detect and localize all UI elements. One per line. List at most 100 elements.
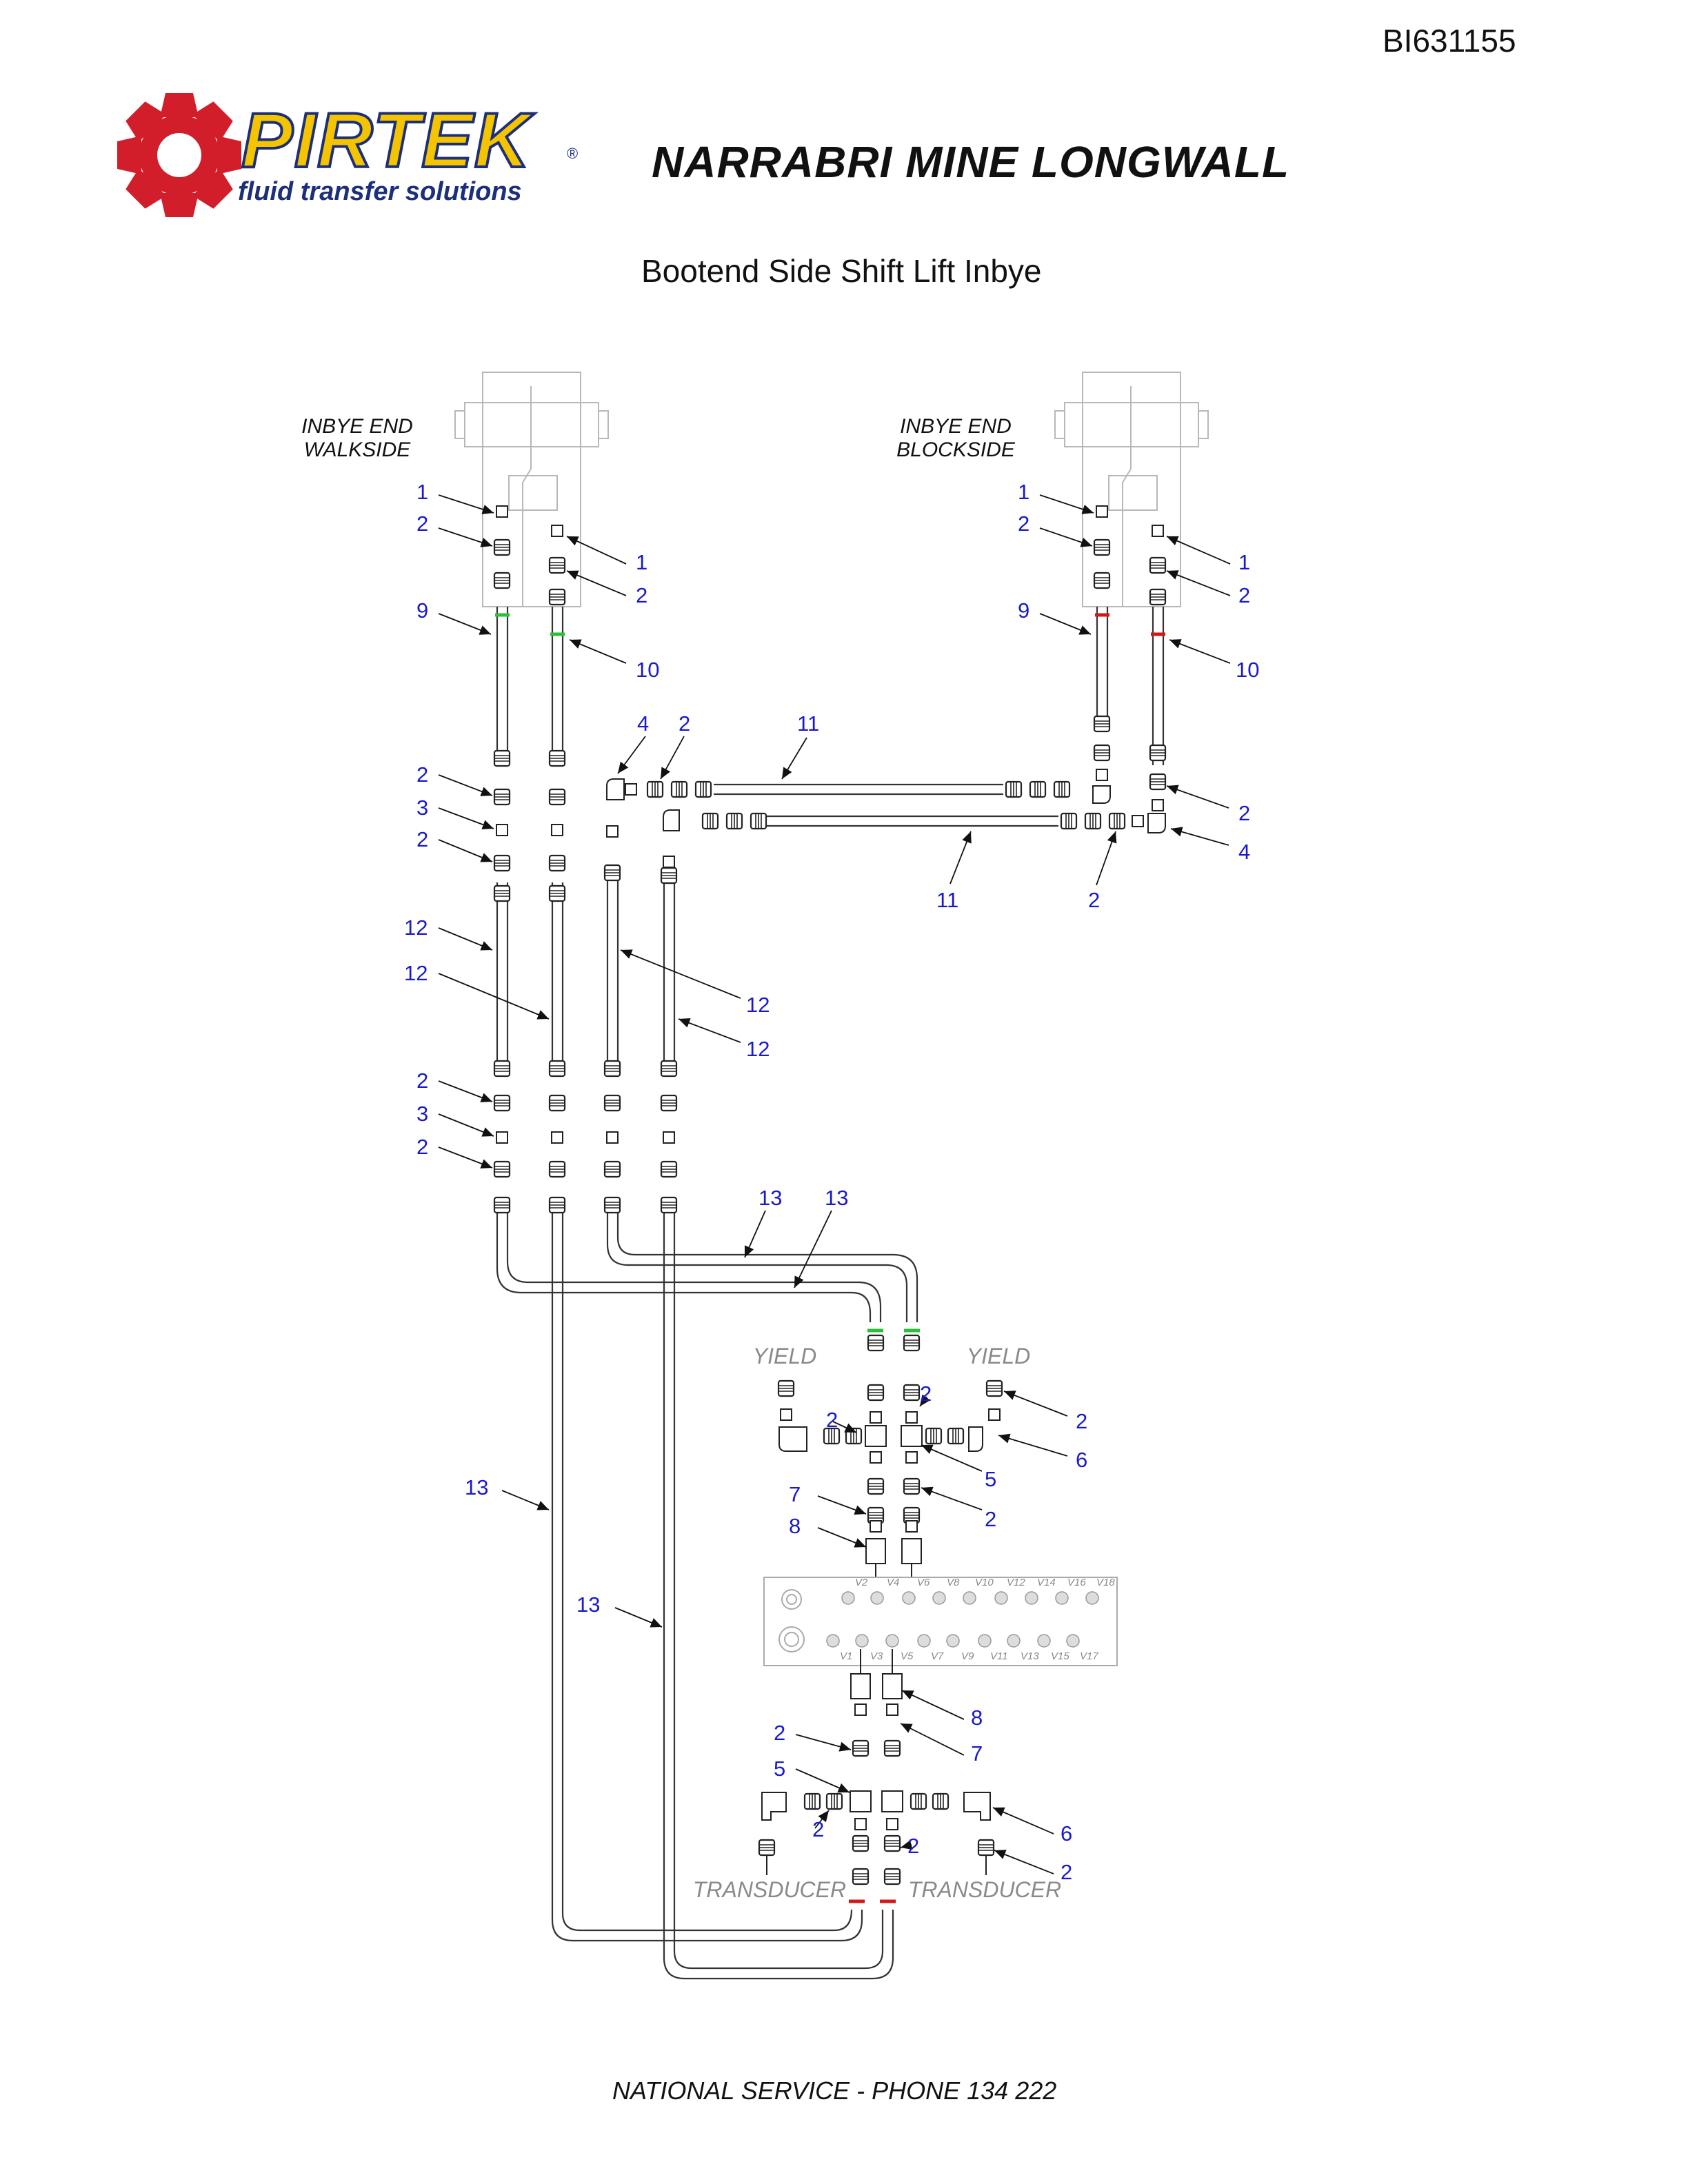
elbow-fitting (778, 1426, 807, 1452)
callout: 4 (637, 711, 649, 736)
callout: 1 (1018, 480, 1029, 504)
diagram-subtitle: Bootend Side Shift Lift Inbye (641, 253, 1042, 289)
callout: 2 (416, 1135, 428, 1159)
callout: 2 (1076, 1409, 1087, 1433)
valve-ports (826, 1591, 1099, 1648)
blockside-label-line1: INBYE END (900, 415, 1012, 438)
port-label: V13 (1021, 1650, 1039, 1662)
callout: 12 (404, 961, 428, 985)
callout: 8 (789, 1514, 801, 1538)
callout: 2 (1238, 801, 1250, 825)
port-label: V16 (1067, 1577, 1086, 1588)
logo-tagline: fluid transfer solutions (238, 177, 522, 206)
callout: 11 (936, 888, 958, 912)
callout: 2 (907, 1834, 919, 1858)
callout: 2 (416, 1069, 428, 1093)
port-label: V18 (1096, 1577, 1115, 1588)
walkside-label-line1: INBYE END (301, 415, 413, 438)
callout: 12 (404, 916, 428, 940)
yield-label-left: YIELD (753, 1344, 816, 1368)
port-label: V8 (947, 1577, 960, 1588)
elbow-fitting (1147, 813, 1166, 833)
port-label: V4 (887, 1577, 899, 1588)
callout: 13 (576, 1593, 600, 1617)
callout: 3 (416, 1102, 428, 1126)
callout: 2 (920, 1382, 932, 1406)
callout-numbers: 1 2 1 2 9 10 1 2 1 2 9 10 4 2 11 2 4 11 … (404, 480, 1259, 1884)
yield-label-right: YIELD (967, 1344, 1030, 1368)
elbow-fitting (968, 1426, 983, 1452)
port-label: V7 (931, 1650, 944, 1662)
callout: 3 (416, 796, 428, 820)
document-id: BI631155 (1383, 23, 1516, 59)
callout: 2 (812, 1817, 824, 1841)
transducer-label-left: TRANSDUCER (693, 1877, 846, 1902)
elbow-fitting (1092, 785, 1111, 804)
port-label: V15 (1051, 1650, 1069, 1662)
main-title: NARRABRI MINE LONGWALL (652, 137, 1290, 187)
walkside-label-line2: WALKSIDE (304, 438, 411, 461)
callout: 2 (416, 827, 428, 851)
callout: 13 (465, 1475, 488, 1499)
pirtek-logo: PIRTEK ® fluid transfer solutions (117, 93, 578, 217)
callout: 2 (1238, 583, 1250, 607)
valve-adaptor (850, 1673, 871, 1699)
callout: 1 (636, 550, 647, 574)
blockside-label-line2: BLOCKSIDE (896, 438, 1016, 461)
footer-service-line: NATIONAL SERVICE - PHONE 134 222 (612, 2076, 1057, 2105)
valve-adaptor (865, 1538, 886, 1564)
callout: 13 (758, 1186, 782, 1210)
callout: 7 (789, 1482, 801, 1506)
callout: 2 (416, 512, 428, 536)
port-label: V5 (901, 1650, 914, 1662)
callout: 12 (746, 993, 770, 1017)
callout: 9 (416, 598, 428, 623)
logo-registered-mark: ® (567, 145, 578, 162)
cross-fitting (850, 1790, 872, 1812)
callout: 6 (1076, 1448, 1087, 1472)
port-label: V3 (870, 1650, 883, 1662)
callout: 1 (416, 480, 428, 504)
callout: 9 (1018, 598, 1029, 623)
elbow-fitting (606, 778, 625, 800)
callout: 6 (1061, 1821, 1072, 1846)
walkside-cylinder (454, 372, 609, 607)
callout: 5 (985, 1467, 996, 1491)
elbow-fitting (761, 1792, 787, 1821)
callout: 11 (797, 711, 819, 736)
port-label: V2 (855, 1577, 868, 1588)
port-label: V14 (1037, 1577, 1056, 1588)
callout: 7 (971, 1741, 983, 1766)
callout: 2 (774, 1721, 785, 1745)
fitting-stacks (493, 505, 1167, 1885)
callout: 2 (985, 1507, 996, 1531)
port-label: V11 (990, 1650, 1008, 1662)
port-label: V12 (1007, 1577, 1025, 1588)
callout: 8 (971, 1706, 983, 1730)
cross-fitting (881, 1790, 903, 1812)
port-label: V17 (1080, 1650, 1098, 1662)
callout: 10 (1236, 658, 1259, 682)
elbow-fitting (963, 1792, 991, 1821)
valve-adaptor (901, 1538, 922, 1564)
hose-colour-bands (495, 613, 1165, 1903)
transducer-label-right: TRANSDUCER (908, 1877, 1061, 1902)
callout: 13 (825, 1186, 848, 1210)
callout: 2 (1018, 512, 1029, 536)
cross-fitting (901, 1425, 923, 1447)
valve-port-labels: V2 V4 V6 V8 V10 V12 V14 V16 V18 V1 V3 V5… (840, 1577, 1115, 1662)
cog-icon (117, 93, 241, 217)
blockside-cylinder (1054, 372, 1209, 607)
port-label: V1 (840, 1650, 852, 1662)
callout: 2 (1088, 888, 1100, 912)
callout: 10 (636, 658, 659, 682)
callout: 4 (1238, 840, 1250, 864)
callout: 2 (416, 762, 428, 787)
logo-wordmark: PIRTEK (241, 97, 535, 183)
valve-adaptor (882, 1673, 903, 1699)
port-label: V9 (961, 1650, 974, 1662)
callout: 2 (826, 1408, 838, 1432)
callout: 1 (1238, 550, 1250, 574)
callout: 2 (1061, 1860, 1072, 1884)
